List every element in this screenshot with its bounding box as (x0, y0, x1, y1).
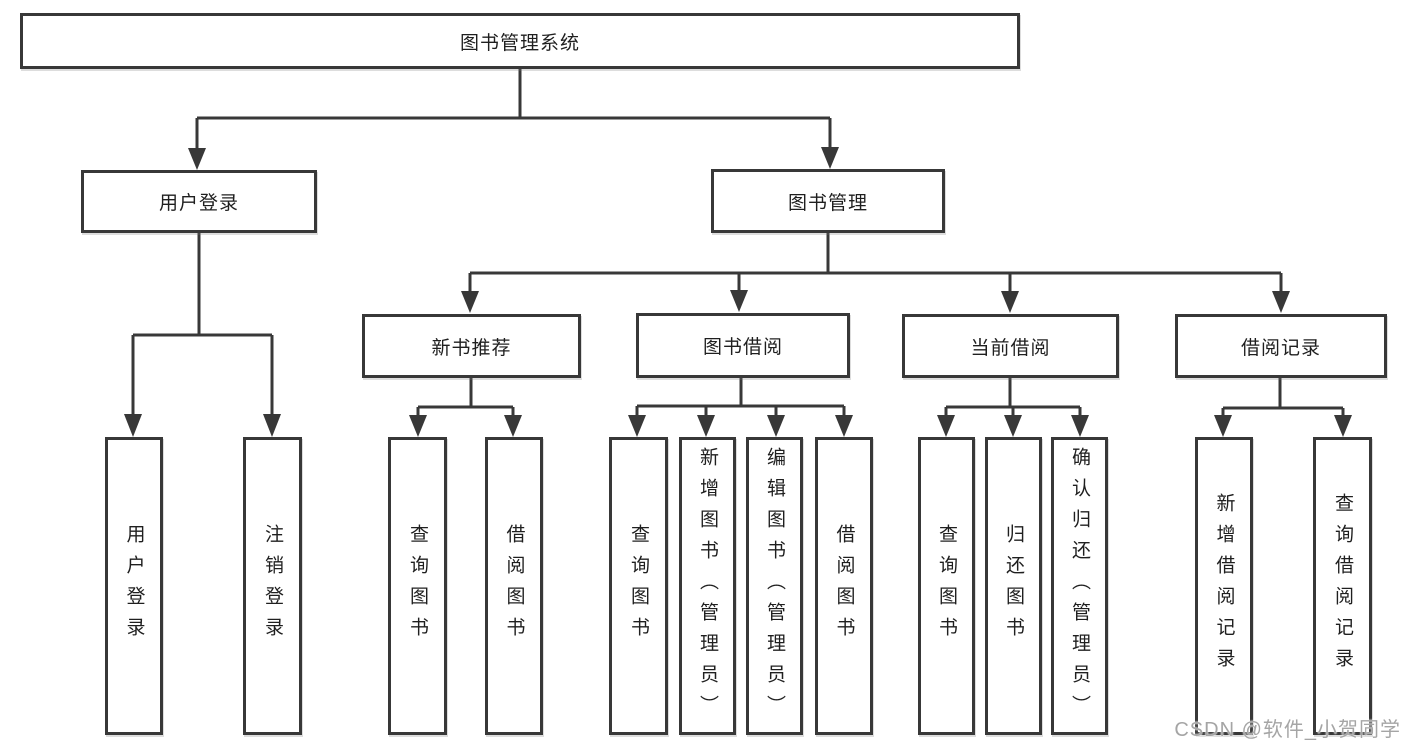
leaf-return-books: 归还图书 (985, 437, 1042, 735)
node-user-login: 用户登录 (81, 170, 317, 233)
leaf-logout: 注销登录 (243, 437, 302, 735)
leaf-user-login: 用户登录 (105, 437, 163, 735)
node-label: 图书管理系统 (459, 32, 580, 54)
node-label: 用户登录 (158, 193, 239, 214)
leaf-edit-books-admin: 编辑图书（管理员） (746, 437, 803, 735)
node-label: 借阅记录 (1240, 337, 1321, 359)
leaf-label: 注销登录 (262, 524, 283, 648)
leaf-label: 新增借阅记录 (1213, 493, 1235, 679)
node-new-book-recommend: 新书推荐 (362, 314, 581, 378)
leaf-label: 查询图书 (628, 524, 649, 648)
node-label: 图书借阅 (702, 337, 783, 358)
leaf-label: 归还图书 (1003, 524, 1024, 648)
leaf-query-borrow-record: 查询借阅记录 (1313, 437, 1372, 735)
leaf-label: 新增图书（管理员） (697, 446, 718, 726)
leaf-label: 借阅图书 (503, 524, 525, 648)
leaf-add-borrow-record: 新增借阅记录 (1195, 437, 1253, 735)
leaf-borrow-books: 借阅图书 (815, 437, 873, 735)
node-label: 图书管理 (787, 192, 868, 214)
leaf-label: 查询图书 (936, 524, 957, 648)
leaf-borrow-books: 借阅图书 (485, 437, 543, 735)
leaf-query-books: 查询图书 (918, 437, 975, 735)
node-library-management-system: 图书管理系统 (20, 13, 1020, 69)
leaf-query-books: 查询图书 (388, 437, 447, 735)
node-current-borrow: 当前借阅 (902, 314, 1119, 378)
leaf-label: 用户登录 (123, 524, 145, 648)
node-book-management: 图书管理 (711, 169, 945, 233)
node-borrow-records: 借阅记录 (1175, 314, 1387, 378)
node-label: 新书推荐 (431, 337, 512, 359)
leaf-label: 编辑图书（管理员） (764, 446, 785, 726)
node-book-borrow: 图书借阅 (636, 313, 850, 378)
leaf-query-books: 查询图书 (609, 437, 668, 735)
leaf-label: 查询借阅记录 (1332, 493, 1353, 679)
node-label: 当前借阅 (970, 337, 1051, 359)
leaf-label: 借阅图书 (833, 524, 855, 648)
leaf-label: 确认归还（管理员） (1069, 446, 1090, 726)
leaf-confirm-return-admin: 确认归还（管理员） (1051, 437, 1108, 735)
csdn-watermark: CSDN @软件_小贺同学 (1174, 719, 1401, 741)
leaf-add-books-admin: 新增图书（管理员） (679, 437, 736, 735)
leaf-label: 查询图书 (407, 524, 428, 648)
